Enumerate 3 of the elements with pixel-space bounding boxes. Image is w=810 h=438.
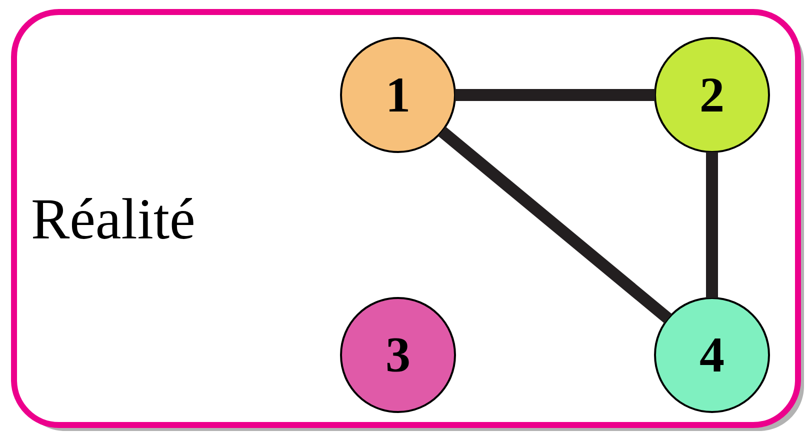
connector-line — [706, 152, 718, 298]
connector-line — [455, 89, 655, 101]
connector-line — [438, 126, 672, 324]
